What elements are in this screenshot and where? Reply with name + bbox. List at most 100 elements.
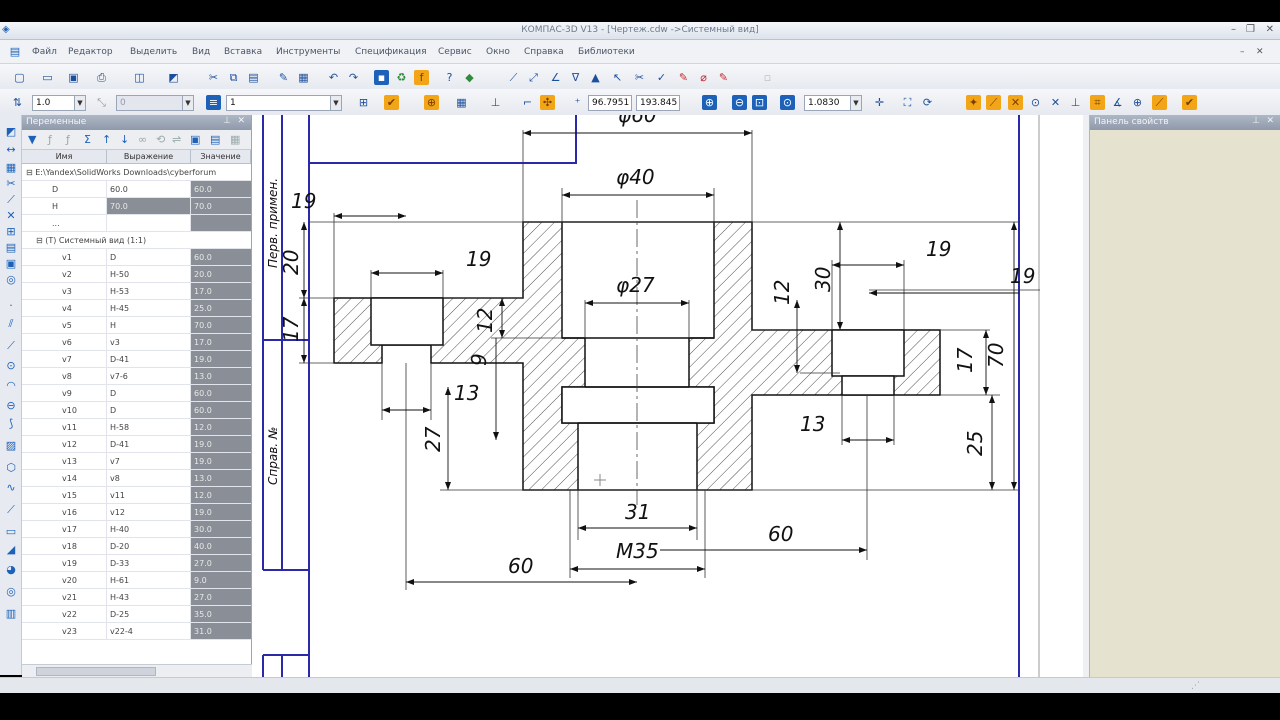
calc-icon[interactable]: ▦ [298, 71, 309, 84]
check-icon[interactable]: ✓ [656, 71, 667, 84]
snap-middle-icon[interactable]: ⟋ [986, 95, 1001, 110]
fillet-icon[interactable]: ◕ [6, 563, 16, 576]
manager-icon[interactable]: ▪ [374, 70, 389, 85]
undo-icon[interactable]: ↶ [328, 71, 339, 84]
export-icon[interactable]: ▤ [210, 133, 221, 146]
var-expression[interactable]: H-50 [107, 266, 191, 282]
pen-icon[interactable]: ✎ [678, 71, 689, 84]
snap-settings-icon[interactable]: ✔ [1182, 95, 1197, 110]
snap-icon[interactable]: ⤢ [529, 71, 538, 84]
canvas-vscrollbar[interactable] [1083, 115, 1089, 677]
doc-close-button[interactable]: ✕ [1256, 47, 1264, 57]
zoom-field[interactable]: 1.0830▼ [804, 95, 862, 111]
var-expression[interactable]: D-33 [107, 555, 191, 571]
unlink-icon[interactable]: ⇌ [172, 133, 182, 146]
menu-specification[interactable]: Спецификация [355, 47, 427, 57]
menu-window[interactable]: Окно [486, 47, 510, 57]
variables-hscrollbar[interactable] [22, 664, 252, 678]
var-expression[interactable]: v8 [107, 470, 191, 486]
refresh-icon[interactable]: ⟳ [922, 96, 933, 109]
var-expression[interactable]: v3 [107, 334, 191, 350]
segment-icon[interactable]: ⟋ [7, 339, 15, 352]
measure-tool-icon[interactable]: ✕ [6, 209, 16, 222]
var-expression[interactable]: H-45 [107, 300, 191, 316]
measure-icon[interactable]: ⟋ [509, 71, 518, 84]
snap-toggle-icon[interactable]: ✔ [384, 95, 399, 110]
equidistant-icon[interactable]: ◎ [6, 585, 16, 598]
ortho-mode-icon[interactable]: ⌐ [522, 96, 533, 109]
ortho-icon[interactable]: ⊕ [424, 95, 439, 110]
snap-quad-icon[interactable]: ⊕ [1132, 96, 1143, 109]
drawing-canvas[interactable]: Перв. примен. Справ. № [252, 115, 1088, 677]
select-tool-icon[interactable]: ⊞ [6, 225, 16, 238]
layer-field[interactable]: 0▼ [116, 95, 194, 111]
snap-point-icon[interactable]: ✦ [966, 95, 981, 110]
scale-field[interactable]: 1.0▼ [32, 95, 86, 111]
fx2-vars-icon[interactable]: ƒ [66, 133, 70, 146]
dimensions-icon[interactable]: ↔ [6, 143, 16, 156]
snap-normal-icon[interactable]: ⊥ [1070, 96, 1081, 109]
snap-near-icon[interactable]: ⟋ [1152, 95, 1167, 110]
format-painter-icon[interactable]: ✎ [278, 71, 289, 84]
triangle-icon[interactable]: ▲ [591, 71, 600, 84]
var-expression[interactable]: D-20 [107, 538, 191, 554]
var-expression[interactable]: H-61 [107, 572, 191, 588]
var-expression[interactable]: 60.0 [107, 181, 191, 197]
top-var-row[interactable]: ... [22, 215, 251, 232]
contour-icon[interactable]: ⟋ [7, 503, 15, 516]
line-icon[interactable]: ⫽ [8, 317, 14, 330]
var-expression[interactable]: v7 [107, 453, 191, 469]
props-pin-icon[interactable]: ⊥ [1252, 116, 1260, 126]
var-expression[interactable]: 70.0 [107, 198, 191, 214]
drawing-svg[interactable]: Перв. примен. Справ. № [252, 115, 1088, 677]
up-icon[interactable]: ↑ [102, 133, 112, 146]
table-icon[interactable]: ▣ [190, 133, 201, 146]
zoom-scale-icon[interactable]: ⊙ [780, 95, 795, 110]
library-icon[interactable]: ♻ [396, 71, 407, 84]
var-expression[interactable]: H-58 [107, 419, 191, 435]
measure-red-icon[interactable]: ⌀ [700, 71, 707, 84]
params-icon[interactable]: ⟋ [7, 193, 15, 206]
grid-icon[interactable]: ▦ [456, 96, 467, 109]
col-name[interactable]: Имя [22, 150, 107, 163]
menu-help[interactable]: Справка [524, 47, 564, 57]
fill-icon[interactable]: ▥ [5, 607, 17, 620]
geometry-icon[interactable]: ◩ [5, 125, 17, 138]
rectangle-icon[interactable]: ▭ [5, 525, 17, 538]
preview-icon[interactable]: ◫ [134, 71, 145, 84]
fx-vars-icon[interactable]: ƒ [48, 133, 52, 146]
show-all-icon[interactable]: ⛶ [903, 96, 912, 109]
settings-vars-icon[interactable]: ▦ [230, 133, 241, 146]
hatch-icon[interactable]: ▨ [5, 439, 17, 452]
refresh-vars-icon[interactable]: ⟲ [156, 133, 166, 146]
zoom-in-icon[interactable]: ⊕ [702, 95, 717, 110]
menu-view[interactable]: Вид [192, 47, 211, 57]
var-expression[interactable]: v11 [107, 487, 191, 503]
spline-icon[interactable]: ∿ [6, 481, 16, 494]
fx-icon[interactable]: f [414, 70, 429, 85]
menu-tools[interactable]: Инструменты [276, 47, 341, 57]
var-expression[interactable]: D [107, 402, 191, 418]
reports-icon[interactable]: ▣ [5, 257, 17, 270]
snap-intersect-icon[interactable]: ✕ [1008, 95, 1023, 110]
copy-icon[interactable]: ⧉ [229, 71, 238, 84]
menu-edit[interactable]: Редактор [68, 47, 113, 57]
doc-minimize-button[interactable]: – [1240, 47, 1245, 57]
down-icon[interactable]: ↓ [120, 133, 130, 146]
local-cs-icon[interactable]: ⊥ [490, 96, 501, 109]
